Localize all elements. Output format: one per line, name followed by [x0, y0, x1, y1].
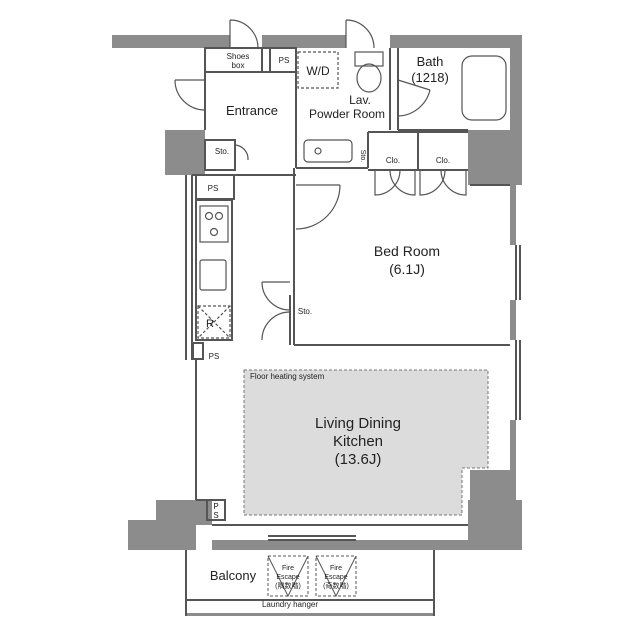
refrigerator-icon — [197, 305, 231, 339]
ldk-size-label: (13.6J) — [335, 451, 382, 468]
laundry-hanger-label: Laundry hanger — [262, 600, 318, 609]
fire-escape-1-label: Fire — [282, 565, 294, 572]
ldk-label: Living Dining — [315, 415, 401, 432]
kitchen-sink-icon — [199, 259, 227, 291]
sto-bedroom-label: Sto. — [298, 307, 312, 316]
ps-top-label: PS — [279, 56, 290, 65]
ps-mid-label: PS — [209, 352, 220, 361]
doors — [174, 19, 467, 341]
floor-heating-area — [243, 369, 489, 516]
fire-escape-1-label-2: Escape — [276, 574, 299, 581]
fire-escape-2-label: Fire — [330, 565, 342, 572]
bath-label: Bath — [417, 54, 444, 69]
interior-walls — [185, 47, 521, 616]
washer-dryer-icon — [297, 51, 339, 89]
lav-label: Lav. — [349, 93, 371, 107]
ps-kitchen-label: PS — [208, 184, 219, 193]
walls — [112, 35, 522, 616]
wd-label: W/D — [306, 64, 330, 78]
fire-escape-hatches — [267, 555, 357, 598]
shoes-box-label: Shoes — [227, 52, 250, 61]
sto-entrance-label: Sto. — [215, 147, 229, 156]
balcony-label: Balcony — [210, 568, 257, 583]
ps-bottom-label-1: P — [213, 502, 218, 511]
powder-room-label: Powder Room — [309, 107, 385, 121]
fridge-label: R — [206, 318, 214, 330]
shoes-box-label-2: box — [232, 61, 245, 70]
labels: Shoes box PS W/D Bath (1218) Entrance La… — [206, 52, 450, 609]
closet-2-label: Clo. — [436, 156, 450, 165]
sto-powder-label: Sto. — [359, 150, 366, 163]
bedroom-size-label: (6.1J) — [389, 261, 425, 277]
fire-escape-2-label-2: Escape — [324, 574, 347, 581]
floor-heating-label: Floor heating system — [250, 372, 325, 381]
stove-icon — [199, 205, 229, 243]
fixtures — [197, 51, 507, 339]
closet-1-label: Clo. — [386, 156, 400, 165]
fire-escape-1-label-3: (隅数階) — [275, 581, 301, 590]
ps-bottom-label-2: S — [213, 511, 218, 520]
toilet-icon — [354, 51, 384, 67]
sink-icon — [303, 139, 353, 163]
bedroom-label: Bed Room — [374, 243, 440, 259]
ldk-kitchen-label: Kitchen — [333, 433, 383, 450]
fire-escape-2-label-3: (奇数階) — [323, 581, 349, 590]
entrance-label: Entrance — [226, 103, 278, 118]
bathtub-icon — [461, 55, 507, 121]
bath-size-label: (1218) — [411, 70, 449, 85]
